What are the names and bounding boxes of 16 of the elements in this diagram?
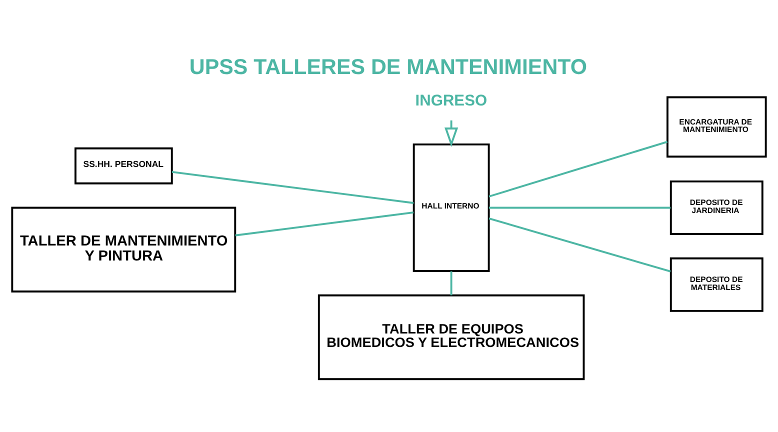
node-box: SS.HH. PERSONAL — [74, 146, 173, 184]
node-box: TALLER DE EQUIPOS BIOMEDICOS Y ELECTROMECANICOS — [318, 294, 585, 380]
connector — [488, 206, 671, 208]
node-text: INGRESO — [415, 92, 488, 109]
connector — [172, 170, 414, 204]
connector — [450, 270, 452, 295]
node-box: DEPOSITO DE MATERIALES — [670, 256, 764, 312]
connector — [488, 140, 668, 197]
connector — [235, 211, 414, 236]
node-box: ENCARGATURA DE MANTENIMIENTO — [666, 96, 767, 158]
arrow — [444, 120, 458, 147]
connector — [488, 217, 671, 272]
node-box: DEPOSITO DE JARDINERIA — [670, 180, 764, 234]
diagram-title: UPSS TALLERES DE MANTENIMIENTO — [189, 54, 588, 78]
node-box: TALLER DE MANTENIMIENTO Y PINTURA — [11, 206, 236, 292]
node-box: HALL INTERNO — [412, 142, 490, 272]
